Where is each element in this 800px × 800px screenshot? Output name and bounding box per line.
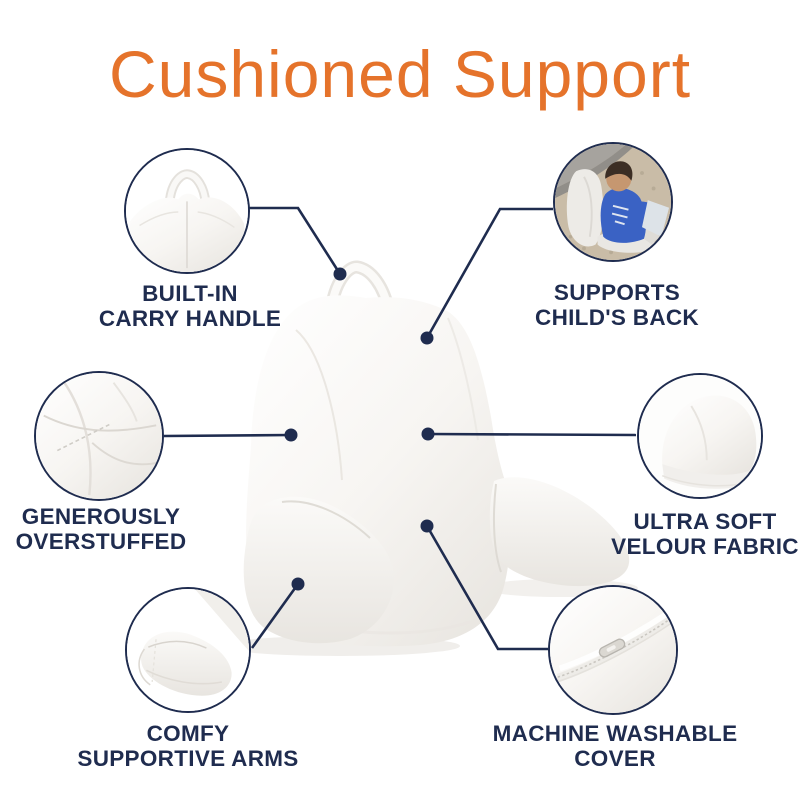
- feature-circle-childs-back: [553, 142, 673, 262]
- connector-dot-childs-back: [420, 331, 434, 345]
- feature-label-line: SUPPORTIVE ARMS: [77, 746, 299, 771]
- feature-label-supportive-arms: COMFY SUPPORTIVE ARMS: [77, 721, 298, 771]
- pillow-left-arm: [243, 496, 395, 644]
- feature-circle-velour-fabric: [637, 373, 763, 499]
- connector-line-carry-handle: [248, 206, 342, 275]
- feature-label-washable-cover: MACHINE WASHABLE COVER: [493, 721, 738, 771]
- feature-circle-carry-handle: [124, 148, 250, 274]
- fabric-corner-photo: [639, 375, 761, 497]
- feature-label-overstuffed: GENEROUSLY OVERSTUFFED: [16, 504, 187, 554]
- child-sitting-on-pillow-photo: [555, 144, 671, 260]
- page-title: Cushioned Support: [108, 37, 692, 111]
- connector-line-velour-fabric: [427, 432, 637, 437]
- feature-label-line: BUILT-IN: [142, 281, 238, 306]
- feature-label-line: SUPPORTS: [553, 280, 681, 305]
- connector-dot-supportive-arms: [291, 577, 305, 591]
- feature-label-line: COMFY: [146, 721, 230, 746]
- feature-label-line: ULTRA SOFT: [633, 509, 777, 534]
- pillow-right-arm: [489, 477, 630, 587]
- connector-dot-carry-handle: [333, 267, 347, 281]
- feature-circle-overstuffed: [34, 371, 164, 501]
- connector-line-overstuffed: [163, 433, 292, 438]
- feature-label-velour-fabric: ULTRA SOFT VELOUR FABRIC: [611, 509, 799, 559]
- feature-label-line: GENEROUSLY: [21, 504, 181, 529]
- feature-circle-washable-cover: [548, 585, 678, 715]
- pillow-handle: [324, 260, 396, 319]
- connector-dot-overstuffed: [284, 428, 298, 442]
- connector-dot-velour-fabric: [421, 427, 435, 441]
- connector-dot-washable-cover: [420, 519, 434, 533]
- feature-label-line: COVER: [574, 746, 656, 771]
- overstuffed-closeup-photo: [36, 373, 162, 499]
- connector-line-supportive-arms: [250, 583, 300, 649]
- feature-label-line: VELOUR FABRIC: [611, 534, 799, 559]
- feature-label-line: CHILD'S BACK: [535, 305, 699, 330]
- feature-label-line: MACHINE WASHABLE: [492, 721, 738, 746]
- connector-line-washable-cover: [425, 525, 548, 651]
- feature-circle-supportive-arms: [125, 587, 251, 713]
- zipper-closeup-photo: [550, 587, 676, 713]
- arm-closeup-photo: [127, 589, 249, 711]
- pillow-top-handle-photo: [126, 150, 248, 272]
- feature-label-line: OVERSTUFFED: [15, 529, 187, 554]
- feature-label-carry-handle: BUILT-IN CARRY HANDLE: [99, 281, 281, 331]
- feature-label-line: CARRY HANDLE: [98, 306, 282, 331]
- pillow-body: [246, 295, 511, 647]
- feature-label-childs-back: SUPPORTS CHILD'S BACK: [535, 280, 699, 330]
